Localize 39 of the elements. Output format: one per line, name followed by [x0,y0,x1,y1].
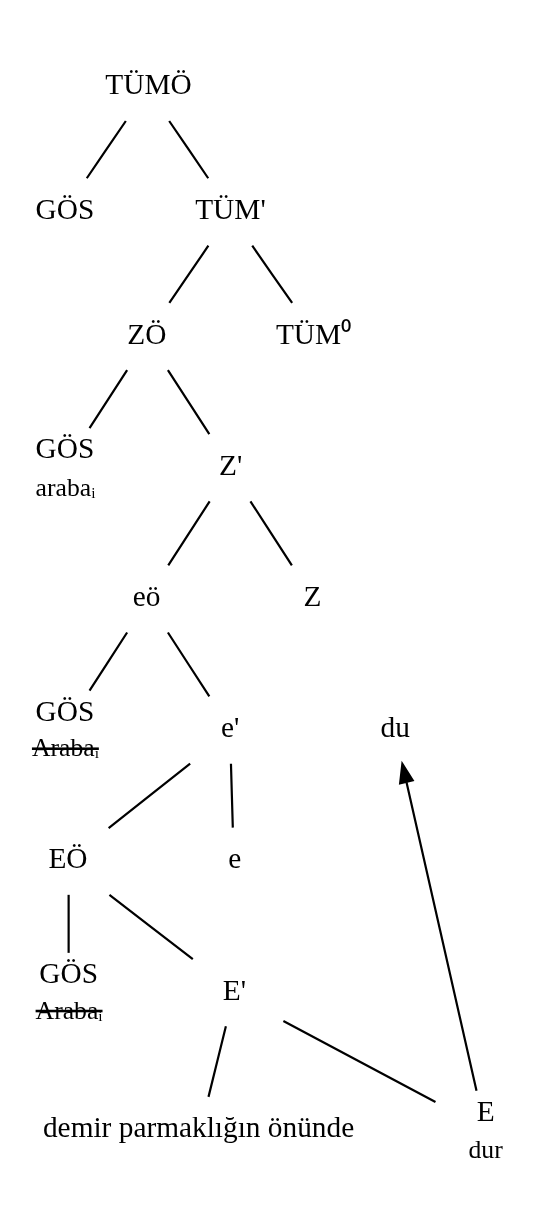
connector [168,245,210,304]
connector [167,369,211,435]
node-label: arabaᵢ [35,472,96,502]
node-text: e' [220,711,240,744]
node-text: e [228,842,242,875]
connector [107,762,191,829]
node-text: GÖS [39,957,98,990]
connector [67,894,70,953]
node-text: demir parmaklığın önünde [42,1111,355,1144]
node-text: E [476,1094,495,1127]
connector [88,369,129,429]
node-text: Z' [219,448,243,481]
arrow [398,760,478,1091]
node-text: GÖS [35,694,95,727]
node-label: Arabaᵢ [35,995,103,1025]
node-text: Z [303,580,322,613]
node-text: TÜM' [195,193,266,226]
node-text: eö [132,580,161,613]
connector [85,120,127,179]
node-text: TÜMÖ [105,68,192,101]
connector [249,500,293,566]
connector [251,245,294,304]
connector [88,631,129,692]
node-text: GÖS [35,432,95,465]
node-label: dur [468,1135,503,1165]
connector [207,1025,227,1098]
node-text: E' [222,973,246,1006]
connector [282,1019,436,1103]
connector [167,631,211,698]
node-text: ZÖ [127,317,167,350]
node-label: Arabaᵢ [31,733,99,763]
connector [108,893,194,961]
connector [167,500,211,566]
connector [229,763,234,828]
node-text: TÜM⁰ [275,317,352,350]
node-text: du [380,711,410,744]
node-text: GÖS [35,193,95,226]
connector [168,120,210,179]
node-text: EÖ [48,842,88,875]
